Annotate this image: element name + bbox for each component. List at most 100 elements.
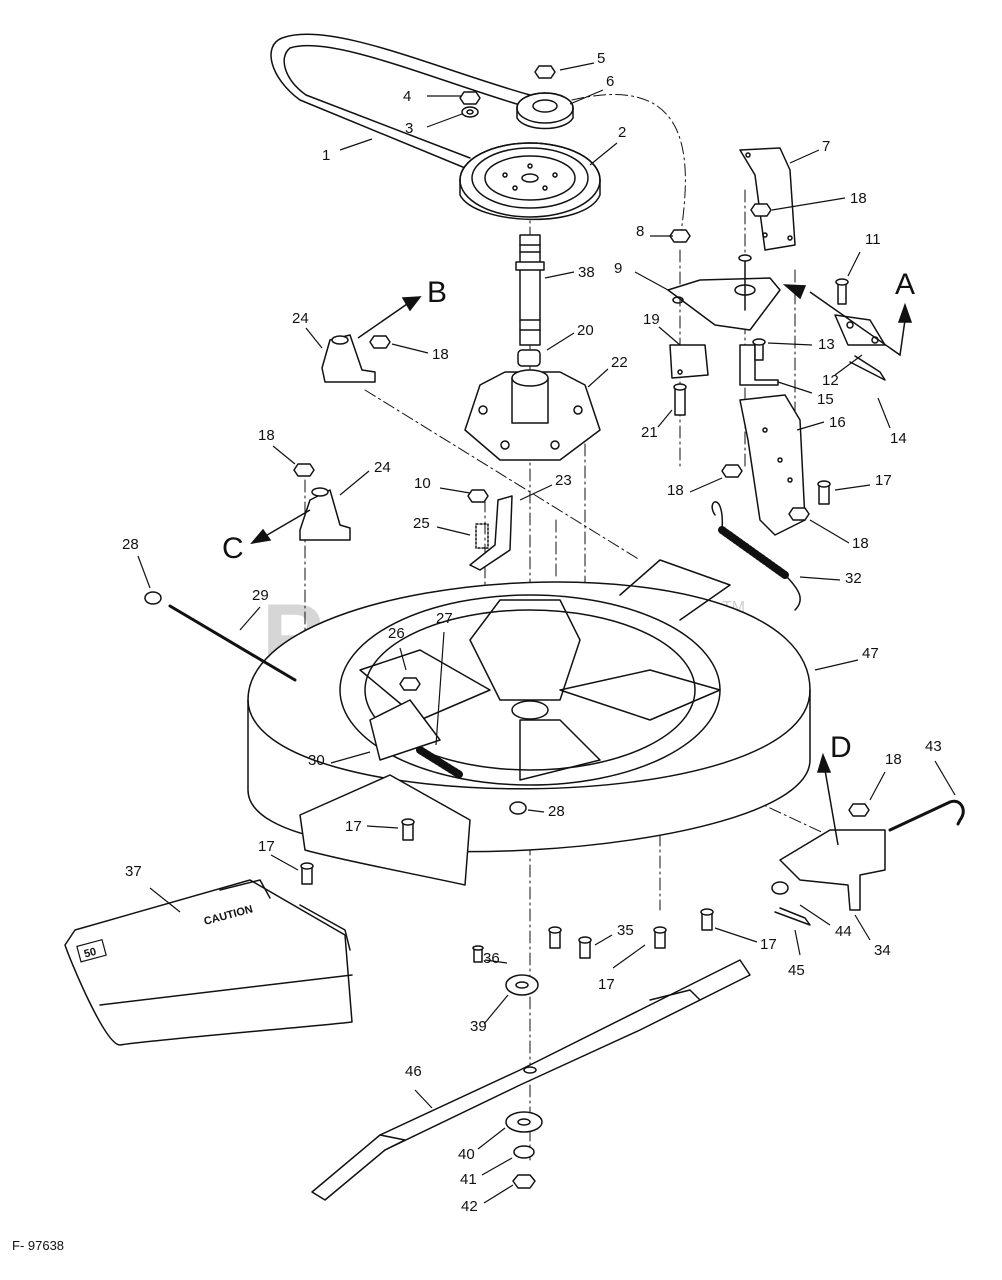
callout-leader-line — [391, 343, 429, 354]
callout-c13: 13 — [767, 336, 835, 353]
idler-bracket — [669, 344, 709, 379]
idler-pulley — [516, 92, 574, 130]
callout-number: 25 — [413, 515, 430, 532]
tension-spring — [711, 501, 801, 611]
callout-number: 43 — [925, 738, 942, 755]
callout-number: 14 — [890, 430, 907, 447]
callout-c17c: 17 — [258, 838, 299, 871]
callout-c34: 34 — [854, 914, 891, 959]
compression-spring — [475, 523, 489, 549]
callout-leader-line — [270, 854, 299, 871]
callout-c17b: 17 — [345, 818, 399, 835]
callout-number: 28 — [548, 803, 565, 820]
idler-arm — [667, 254, 781, 331]
callout-c2: 2 — [589, 124, 626, 166]
callout-c14: 14 — [877, 397, 907, 447]
blade-washer — [505, 1111, 543, 1133]
callout-c44: 44 — [799, 904, 852, 940]
callout-number: 8 — [636, 223, 644, 240]
callout-c26: 26 — [388, 625, 407, 671]
callout-number: 18 — [885, 751, 902, 768]
bolt — [472, 945, 484, 963]
callout-number: 7 — [822, 138, 830, 155]
callout-c28a: 28 — [122, 536, 151, 589]
callout-number: 17 — [760, 936, 777, 953]
callout-leader-line — [366, 825, 399, 829]
hex-nut — [467, 489, 489, 503]
callout-c39: 39 — [470, 994, 509, 1035]
callout-layer: 1234567891011121314151617171717171818181… — [122, 50, 956, 1215]
callout-number: 22 — [611, 354, 628, 371]
callout-number: 32 — [845, 570, 862, 587]
spindle-bearing — [517, 349, 541, 367]
callout-number: 15 — [817, 391, 834, 408]
callout-c29: 29 — [239, 587, 269, 631]
callout-number: 19 — [643, 311, 660, 328]
deck-hanger-bracket — [321, 334, 376, 383]
spring-washer — [513, 1145, 535, 1159]
callout-c32: 32 — [799, 570, 862, 587]
callout-leader-line — [435, 631, 445, 746]
bolt — [548, 926, 562, 949]
callout-leader-line — [330, 751, 371, 764]
callout-leader-line — [239, 606, 261, 631]
callout-number: 24 — [292, 310, 309, 327]
callout-c24b: 24 — [339, 459, 391, 496]
rod-bushing — [509, 801, 527, 815]
callout-leader-line — [426, 113, 463, 128]
adjustment-rod — [168, 604, 297, 682]
callout-c40: 40 — [458, 1127, 506, 1163]
callout-number: 16 — [829, 414, 846, 431]
callout-leader-line — [339, 138, 373, 151]
view-arrow-a — [782, 284, 913, 357]
callout-leader-line — [777, 381, 813, 394]
callout-leader-line — [809, 519, 850, 544]
callout-c18a: 18 — [771, 190, 867, 211]
view-arrow-d — [816, 752, 839, 846]
callout-leader-line — [834, 354, 863, 376]
callout-leader-line — [339, 470, 370, 496]
callout-c1: 1 — [322, 138, 373, 164]
spindle-shaft — [515, 234, 545, 346]
callout-number: 1 — [322, 147, 330, 164]
callout-number: 21 — [641, 424, 658, 441]
cotter-clip — [774, 907, 811, 926]
pivot-bracket — [739, 394, 806, 536]
callout-number: 45 — [788, 962, 805, 979]
callout-c42: 42 — [461, 1184, 514, 1215]
callout-leader-line — [559, 62, 595, 71]
callout-c18d: 18 — [667, 477, 723, 499]
callout-leader-line — [796, 421, 825, 431]
callout-leader-line — [439, 487, 471, 494]
callout-leader-line — [436, 526, 471, 536]
callout-number: 9 — [614, 260, 622, 277]
callout-leader-line — [834, 484, 871, 491]
view-letter-b: B — [427, 276, 447, 309]
deck-drive-pulley — [459, 142, 601, 221]
callout-c18f: 18 — [869, 751, 902, 801]
bolt — [817, 480, 831, 505]
callout-leader-line — [519, 484, 553, 501]
callout-c20: 20 — [546, 322, 594, 351]
callout-c19: 19 — [643, 311, 681, 346]
callout-number: 3 — [405, 120, 413, 137]
callout-leader-line — [814, 659, 859, 671]
callout-number: 12 — [822, 372, 839, 389]
callout-c3: 3 — [405, 113, 463, 137]
bolt — [673, 383, 687, 416]
callout-c45: 45 — [788, 929, 805, 979]
callout-c18e: 18 — [809, 519, 869, 552]
callout-leader-line — [149, 887, 181, 913]
callout-leader-line — [847, 251, 861, 277]
callout-number: 4 — [403, 88, 411, 105]
callout-leader-line — [789, 149, 820, 164]
spring-bracket — [469, 495, 513, 571]
pin — [835, 278, 849, 305]
callout-leader-line — [414, 1089, 433, 1109]
callout-c30: 30 — [308, 751, 371, 769]
callout-number: 18 — [258, 427, 275, 444]
callout-leader-line — [658, 326, 681, 346]
figure-id: F- 97638 — [12, 1238, 64, 1253]
hex-nut — [399, 677, 421, 691]
callout-leader-line — [477, 1127, 506, 1150]
